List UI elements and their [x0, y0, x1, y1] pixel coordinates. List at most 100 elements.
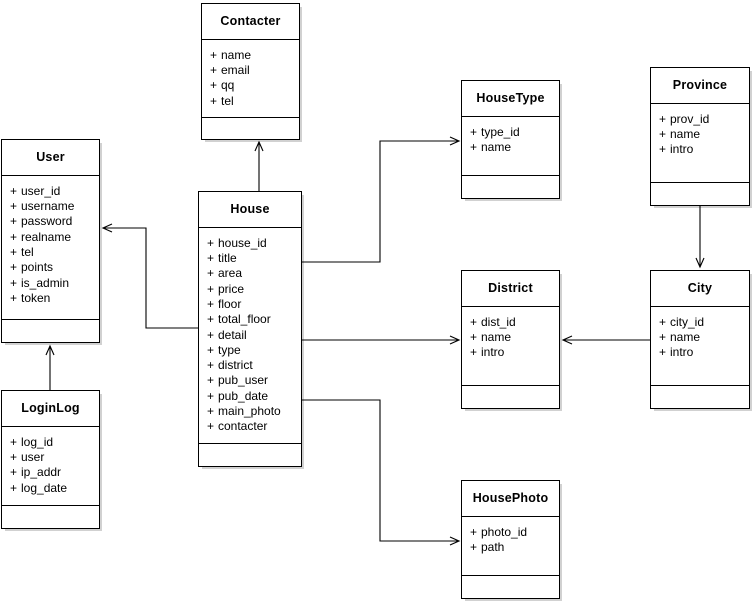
uml-attribute: +price: [199, 282, 301, 297]
uml-class-city[interactable]: City+city_id+name+intro: [650, 270, 750, 409]
uml-methods-housetype: [462, 176, 559, 198]
edge-house-to-housetype: [302, 136, 461, 263]
uml-attribute: +district: [199, 358, 301, 373]
edge-house-to-housephoto: [302, 399, 461, 546]
uml-class-name-district: District: [462, 271, 559, 307]
visibility-marker-icon: +: [10, 244, 18, 259]
uml-class-housephoto[interactable]: HousePhoto+photo_id+path: [461, 480, 560, 599]
uml-attributes-city: +city_id+name+intro: [651, 307, 749, 386]
uml-class-name-province: Province: [651, 68, 749, 104]
visibility-marker-icon: +: [207, 327, 215, 342]
uml-attribute-label: intro: [481, 345, 505, 360]
uml-attribute-label: qq: [221, 78, 235, 93]
visibility-marker-icon: +: [659, 111, 667, 126]
uml-attribute-label: name: [481, 330, 512, 345]
uml-class-contacter[interactable]: Contacter+name+email+qq+tel: [201, 3, 300, 140]
uml-attribute: +intro: [462, 345, 559, 360]
uml-class-province[interactable]: Province+prov_id+name+intro: [650, 67, 750, 206]
uml-attribute-label: house_id: [218, 235, 267, 250]
uml-attributes-district: +dist_id+name+intro: [462, 307, 559, 386]
visibility-marker-icon: +: [210, 78, 218, 93]
uml-attribute: +token: [2, 291, 99, 306]
uml-attribute: +user_id: [2, 184, 99, 199]
uml-attribute: +pub_date: [199, 389, 301, 404]
uml-attribute: +floor: [199, 297, 301, 312]
uml-class-name-house: House: [199, 192, 301, 228]
visibility-marker-icon: +: [207, 266, 215, 281]
visibility-marker-icon: +: [659, 127, 667, 142]
uml-attribute-label: detail: [218, 327, 247, 342]
visibility-marker-icon: +: [10, 450, 18, 465]
uml-attribute: +total_floor: [199, 312, 301, 327]
uml-class-user[interactable]: User+user_id+username+password+realname+…: [1, 139, 100, 343]
uml-attribute-label: type_id: [481, 124, 520, 139]
uml-attribute: +user: [2, 450, 99, 465]
uml-methods-loginlog: [2, 506, 99, 528]
uml-attribute-label: main_photo: [218, 404, 281, 419]
uml-attribute: +intro: [651, 345, 749, 360]
visibility-marker-icon: +: [10, 465, 18, 480]
uml-class-house[interactable]: House+house_id+title+area+price+floor+to…: [198, 191, 302, 467]
uml-attributes-province: +prov_id+name+intro: [651, 104, 749, 183]
visibility-marker-icon: +: [659, 345, 667, 360]
uml-attribute: +qq: [202, 78, 299, 93]
visibility-marker-icon: +: [207, 388, 215, 403]
uml-attribute-label: log_id: [21, 434, 54, 449]
visibility-marker-icon: +: [207, 358, 215, 373]
uml-attribute-label: photo_id: [481, 524, 528, 539]
uml-attribute-label: user: [21, 450, 45, 465]
uml-class-name-contacter: Contacter: [202, 4, 299, 40]
uml-class-name-housephoto: HousePhoto: [462, 481, 559, 517]
uml-attribute: +prov_id: [651, 112, 749, 127]
uml-attribute-label: ip_addr: [21, 465, 62, 480]
uml-class-district[interactable]: District+dist_id+name+intro: [461, 270, 560, 409]
uml-attribute: +type_id: [462, 125, 559, 140]
uml-attribute-label: email: [221, 63, 250, 78]
visibility-marker-icon: +: [470, 540, 478, 555]
visibility-marker-icon: +: [10, 199, 18, 214]
uml-attribute-label: floor: [218, 296, 242, 311]
uml-attribute: +log_date: [2, 481, 99, 496]
uml-attribute: +detail: [199, 328, 301, 343]
uml-attribute-label: is_admin: [21, 275, 70, 290]
uml-attribute-label: points: [21, 260, 54, 275]
visibility-marker-icon: +: [207, 404, 215, 419]
visibility-marker-icon: +: [210, 63, 218, 78]
uml-attribute-label: username: [21, 199, 75, 214]
uml-attribute: +password: [2, 214, 99, 229]
edge-house-to-user: [101, 223, 198, 329]
uml-attributes-housephoto: +photo_id+path: [462, 517, 559, 576]
uml-attribute: +main_photo: [199, 404, 301, 419]
visibility-marker-icon: +: [470, 124, 478, 139]
visibility-marker-icon: +: [207, 342, 215, 357]
uml-attribute-label: tel: [21, 244, 34, 259]
uml-attribute-label: intro: [670, 345, 694, 360]
uml-attribute: +contacter: [199, 419, 301, 434]
uml-attribute: +username: [2, 199, 99, 214]
uml-attribute: +name: [651, 127, 749, 142]
uml-attributes-user: +user_id+username+password+realname+tel+…: [2, 176, 99, 320]
uml-attribute-label: log_date: [21, 480, 68, 495]
uml-attribute-label: path: [481, 540, 505, 555]
uml-methods-house: [199, 444, 301, 466]
uml-class-name-user: User: [2, 140, 99, 176]
uml-attribute-label: title: [218, 251, 237, 266]
uml-class-housetype[interactable]: HouseType+type_id+name: [461, 80, 560, 199]
uml-attribute-label: user_id: [21, 183, 61, 198]
uml-attribute-label: name: [670, 127, 701, 142]
uml-attribute: +pub_user: [199, 373, 301, 388]
uml-attribute-label: city_id: [670, 314, 705, 329]
uml-attribute: +email: [202, 63, 299, 78]
uml-attribute-label: token: [21, 290, 51, 305]
visibility-marker-icon: +: [10, 480, 18, 495]
visibility-marker-icon: +: [659, 142, 667, 157]
visibility-marker-icon: +: [10, 260, 18, 275]
visibility-marker-icon: +: [10, 434, 18, 449]
uml-attribute-label: total_floor: [218, 312, 271, 327]
visibility-marker-icon: +: [10, 290, 18, 305]
visibility-marker-icon: +: [10, 229, 18, 244]
uml-class-loginlog[interactable]: LoginLog+log_id+user+ip_addr+log_date: [1, 390, 100, 529]
visibility-marker-icon: +: [10, 275, 18, 290]
